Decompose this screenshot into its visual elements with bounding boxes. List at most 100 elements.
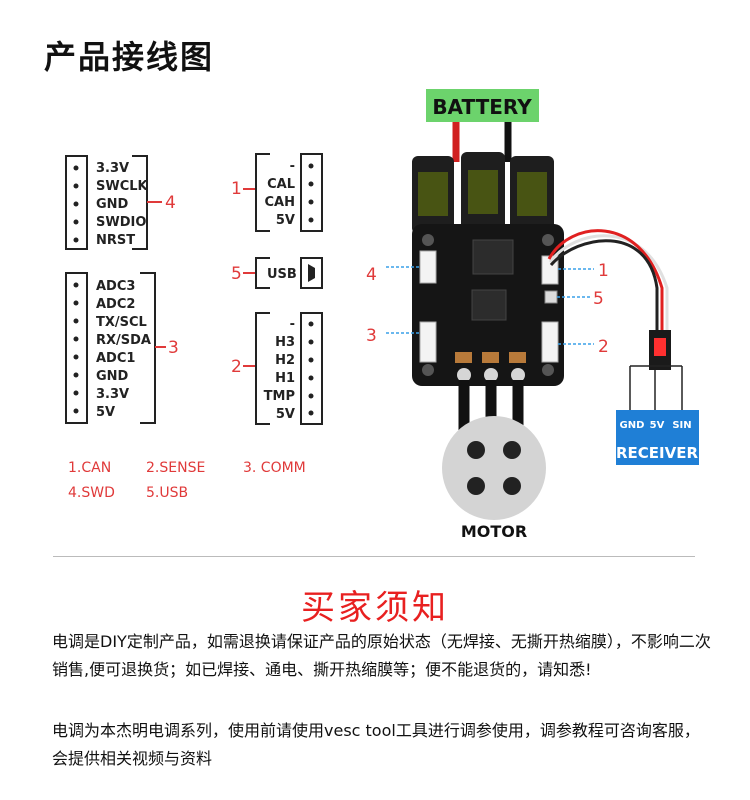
battery: BATTERY [426, 89, 539, 162]
comm-pin [73, 354, 79, 360]
mount-hole [422, 364, 434, 376]
board-connector [419, 321, 437, 363]
sense-bracket [255, 312, 270, 425]
swd-pin-label: NRST [96, 233, 135, 248]
sense-connector: 2 - H3 H2 H1 TMP 5V [231, 312, 323, 425]
comm-pin-label: 5V [96, 405, 115, 420]
sense-pin [308, 410, 314, 416]
board-connector [419, 250, 437, 284]
notice-paragraph: 电调为本杰明电调系列，使用前请使用vesc tool工具进行调参使用，调参教程可… [52, 721, 700, 768]
sense-pin [308, 357, 314, 363]
motor: MOTOR [442, 416, 546, 541]
board-number-left-bottom: 3 [366, 326, 377, 346]
board-number-right-mid: 5 [593, 289, 604, 309]
board-number-right-top: 1 [598, 261, 609, 281]
board-number-left-top: 4 [366, 265, 377, 285]
motor-body [442, 416, 546, 520]
comm-pin [73, 408, 79, 414]
legend-item: 1.CAN [68, 460, 111, 476]
usb-bracket [255, 257, 270, 289]
can-bracket [255, 153, 270, 232]
comm-pin [73, 390, 79, 396]
battery-box [426, 89, 539, 122]
sense-pin-label: H3 [275, 335, 295, 350]
capacitor-stripe [517, 172, 547, 216]
battery-label: BATTERY [432, 95, 532, 119]
swd-pin [73, 165, 79, 171]
motor-label: MOTOR [461, 522, 527, 541]
can-pin [308, 199, 314, 205]
section-divider [53, 556, 695, 557]
sense-pin [308, 375, 314, 381]
swd-pin [73, 237, 79, 243]
can-pin [308, 217, 314, 223]
mosfet [509, 352, 526, 363]
receiver: GND 5V SIN RECEIVER [616, 410, 699, 465]
swd-pin [73, 201, 79, 207]
usb-port-icon [308, 264, 315, 282]
can-pin-label: CAH [265, 195, 295, 210]
sense-header [300, 312, 323, 425]
sense-pin-label: H1 [275, 371, 295, 386]
comm-pin-label: ADC3 [96, 279, 135, 294]
phase-pad [484, 368, 498, 382]
notice-title: 买家须知 [301, 588, 449, 628]
swd-pin-label: GND [96, 197, 129, 212]
board-usb-port [544, 290, 558, 304]
swd-connector: 3.3V SWCLK GND SWDIO NRST 4 [65, 155, 176, 250]
comm-pin-label: 3.3V [96, 387, 129, 402]
swd-pin-label: 3.3V [96, 161, 129, 176]
esc-board [412, 224, 564, 386]
swd-pin [73, 219, 79, 225]
usb-connector: 5 USB [231, 257, 323, 289]
legend: 1.CAN 2.SENSE 3. COMM 4.SWD 5.USB [68, 460, 306, 501]
notice-paragraph: 电调是DIY定制产品，如需退换请保证产品的原始状态（无焊接、无撕开热缩膜），不影… [52, 632, 711, 679]
wiring-diagram: 3.3V SWCLK GND SWDIO NRST 4 ADC3 ADC2 TX… [65, 89, 699, 541]
wire-black [549, 239, 659, 332]
motor-hole [467, 441, 485, 459]
swd-number: 4 [165, 193, 176, 213]
mosfet [482, 352, 499, 363]
capacitor-stripe [468, 170, 498, 214]
swd-pin-label: SWDIO [96, 215, 146, 230]
can-pin-label: CAL [267, 177, 295, 192]
can-connector: 1 - CAL CAH 5V [231, 153, 323, 232]
mount-hole [542, 234, 554, 246]
mcu-chip [472, 239, 514, 275]
sense-pin [308, 339, 314, 345]
board-connector [541, 321, 559, 363]
receiver-pin-label: SIN [672, 420, 691, 431]
receiver-plug-inner [654, 338, 666, 356]
comm-pin [73, 336, 79, 342]
comm-pin [73, 372, 79, 378]
capacitors [412, 152, 554, 234]
mount-hole [542, 364, 554, 376]
receiver-label: RECEIVER [616, 444, 698, 462]
motor-hole [503, 441, 521, 459]
legend-item: 5.USB [146, 485, 188, 501]
usb-number: 5 [231, 264, 242, 284]
comm-pin-label: ADC1 [96, 351, 135, 366]
capacitor-stripe [418, 172, 448, 216]
comm-connector: ADC3 ADC2 TX/SCL RX/SDA ADC1 GND 3.3V 5V… [65, 272, 179, 424]
comm-pin [73, 282, 79, 288]
can-pin-label: 5V [276, 213, 295, 228]
driver-chip [471, 289, 507, 321]
can-pin [308, 181, 314, 187]
sense-pin [308, 321, 314, 327]
sense-pin-label: TMP [264, 389, 295, 404]
comm-bracket [140, 272, 156, 424]
phase-pad [457, 368, 471, 382]
comm-pin [73, 300, 79, 306]
sense-pin-label: - [290, 317, 295, 332]
comm-pin-label: TX/SCL [96, 315, 147, 330]
motor-hole [503, 477, 521, 495]
motor-hole [467, 477, 485, 495]
receiver-cable [547, 229, 683, 410]
sense-number: 2 [231, 357, 242, 377]
receiver-pin-label: 5V [650, 420, 665, 431]
receiver-pin-label: GND [620, 420, 645, 431]
comm-pin [73, 318, 79, 324]
comm-pin-label: RX/SDA [96, 333, 151, 348]
swd-pin-label: SWCLK [96, 179, 149, 194]
